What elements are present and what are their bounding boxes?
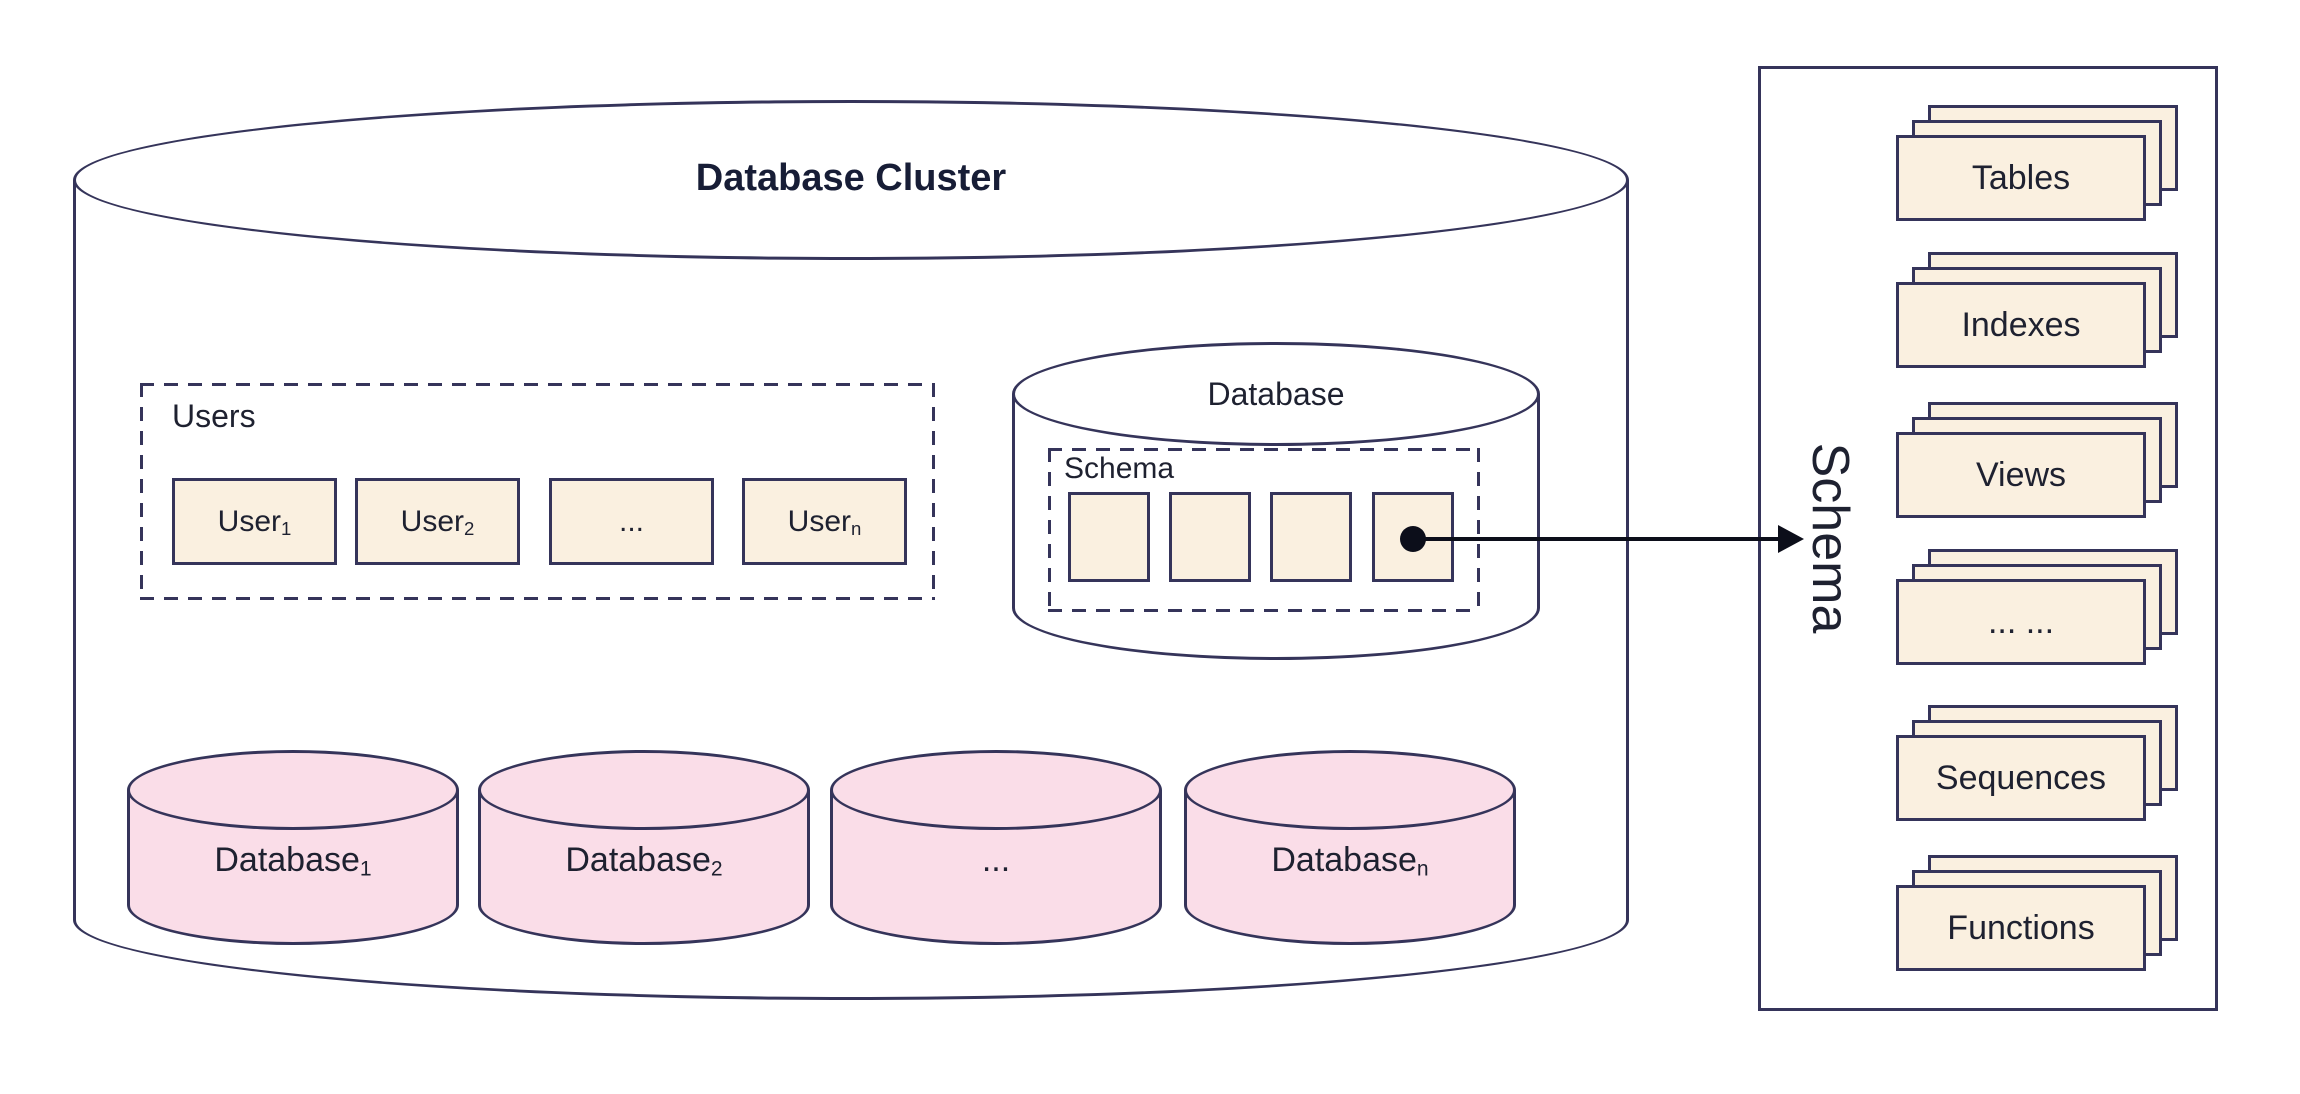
schema-panel	[1758, 66, 2218, 1011]
user-box-1-label: User1	[217, 504, 292, 539]
stack-views: Views	[1896, 402, 2184, 524]
database-cylinder-label: Database	[1207, 375, 1345, 412]
user-box-n-label: Usern	[787, 504, 862, 539]
stack-ellipsis-label: ... ...	[1987, 602, 2055, 641]
stack-views-front: Views	[1896, 432, 2146, 518]
db1-cylinder-top	[127, 750, 459, 830]
schema-object-box-2	[1169, 492, 1251, 582]
schema-panel-vertical-label: Schema	[1801, 442, 1859, 634]
stack-functions: Functions	[1896, 855, 2184, 977]
schema-group-label: Schema	[1064, 452, 1175, 485]
stack-views-label: Views	[1975, 455, 2067, 494]
stack-ellipsis: ... ...	[1896, 549, 2184, 671]
database-cylinder-top	[1012, 342, 1540, 446]
stack-indexes: Indexes	[1896, 252, 2184, 374]
stack-functions-front: Functions	[1896, 885, 2146, 971]
user-box-ellipsis: ...	[549, 478, 714, 565]
user-box-2-label: User2	[400, 504, 475, 539]
users-group-label: Users	[172, 398, 256, 434]
db1-label: Database1	[214, 840, 372, 881]
stack-tables-label: Tables	[1971, 158, 2071, 197]
dbn-cylinder-top	[1184, 750, 1516, 830]
schema-link-arrow-head	[1778, 525, 1804, 553]
stack-tables: Tables	[1896, 105, 2184, 227]
db2-cylinder-top	[478, 750, 810, 830]
stack-sequences: Sequences	[1896, 705, 2184, 827]
stack-sequences-label: Sequences	[1935, 758, 2107, 797]
stack-ellipsis-front: ... ...	[1896, 579, 2146, 665]
user-box-n: Usern	[742, 478, 907, 565]
stack-functions-label: Functions	[1947, 908, 2095, 947]
db-ellipsis-cylinder-top	[830, 750, 1162, 830]
cluster-cylinder-top	[73, 100, 1629, 260]
stack-indexes-front: Indexes	[1896, 282, 2146, 368]
user-box-2: User2	[355, 478, 520, 565]
stack-indexes-label: Indexes	[1961, 305, 2081, 344]
stack-tables-front: Tables	[1896, 135, 2146, 221]
schema-link-arrow-line	[1413, 537, 1781, 541]
schema-object-box-1	[1068, 492, 1150, 582]
user-box-ellipsis-label: ...	[618, 504, 644, 538]
schema-object-box-3	[1270, 492, 1352, 582]
dbn-label: Databasen	[1271, 840, 1429, 881]
db2-label: Database2	[565, 840, 723, 881]
cluster-title: Database Cluster	[695, 156, 1007, 199]
stack-sequences-front: Sequences	[1896, 735, 2146, 821]
user-box-1: User1	[172, 478, 337, 565]
db-ellipsis-label: ...	[981, 840, 1011, 879]
